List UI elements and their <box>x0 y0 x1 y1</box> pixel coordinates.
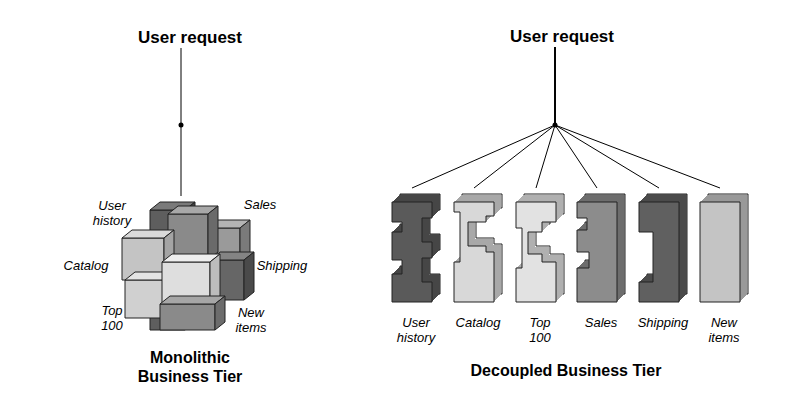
request-link <box>555 47 597 188</box>
block-depth <box>701 201 741 301</box>
puzzle-piece <box>208 206 218 260</box>
block-face <box>639 202 679 302</box>
request-source: User request <box>120 28 260 48</box>
request-link <box>412 47 555 188</box>
part-label: Top 100 <box>97 304 127 334</box>
service-block: Catalog <box>446 188 510 331</box>
tier-caption: Decoupled Business Tier <box>436 362 696 380</box>
part-label: Sales <box>235 198 285 213</box>
block-shape <box>446 188 510 306</box>
request-link <box>555 47 720 188</box>
request-link <box>555 47 659 188</box>
request-label: User request <box>492 27 632 47</box>
service-block: User history <box>384 188 448 346</box>
request-label: User request <box>120 28 260 48</box>
puzzle-piece <box>160 296 225 304</box>
block-shape <box>569 188 633 306</box>
block-face <box>577 202 617 302</box>
block-depth <box>578 201 618 301</box>
block-shape <box>692 188 756 306</box>
block-face <box>454 202 494 302</box>
block-label: Top 100 <box>525 316 555 346</box>
block-depth <box>517 201 557 301</box>
block-shape <box>508 188 572 306</box>
service-block: New items <box>692 188 756 346</box>
block-label: New items <box>702 316 746 346</box>
tier-caption: Monolithic Business Tier <box>125 348 255 386</box>
block-depth <box>455 201 495 301</box>
block-label: Shipping <box>631 316 695 331</box>
block-label: User history <box>391 316 441 346</box>
block-face <box>392 202 432 302</box>
request-link <box>536 47 555 188</box>
part-label: Catalog <box>56 259 116 274</box>
block-depth <box>393 201 433 301</box>
part-label: Shipping <box>250 259 314 274</box>
block-shape <box>384 188 448 306</box>
service-block: Shipping <box>631 188 695 331</box>
service-block: Top 100 <box>508 188 572 346</box>
part-label: New items <box>229 306 273 336</box>
puzzle-piece <box>215 296 225 330</box>
request-link <box>181 48 182 196</box>
puzzle-piece <box>244 252 254 300</box>
puzzle-piece <box>125 280 165 318</box>
block-depth <box>640 201 680 301</box>
monolith-tier: Monolithic Business Tier <box>110 196 270 386</box>
block-label: Sales <box>569 316 633 331</box>
block-shape <box>631 188 695 306</box>
block-face <box>516 202 556 302</box>
request-source: User request <box>492 27 632 47</box>
block-face <box>700 202 740 302</box>
part-label: User history <box>82 199 142 229</box>
request-link <box>474 47 555 188</box>
block-label: Catalog <box>446 316 510 331</box>
service-block: Sales <box>569 188 633 331</box>
puzzle-piece <box>160 304 215 330</box>
